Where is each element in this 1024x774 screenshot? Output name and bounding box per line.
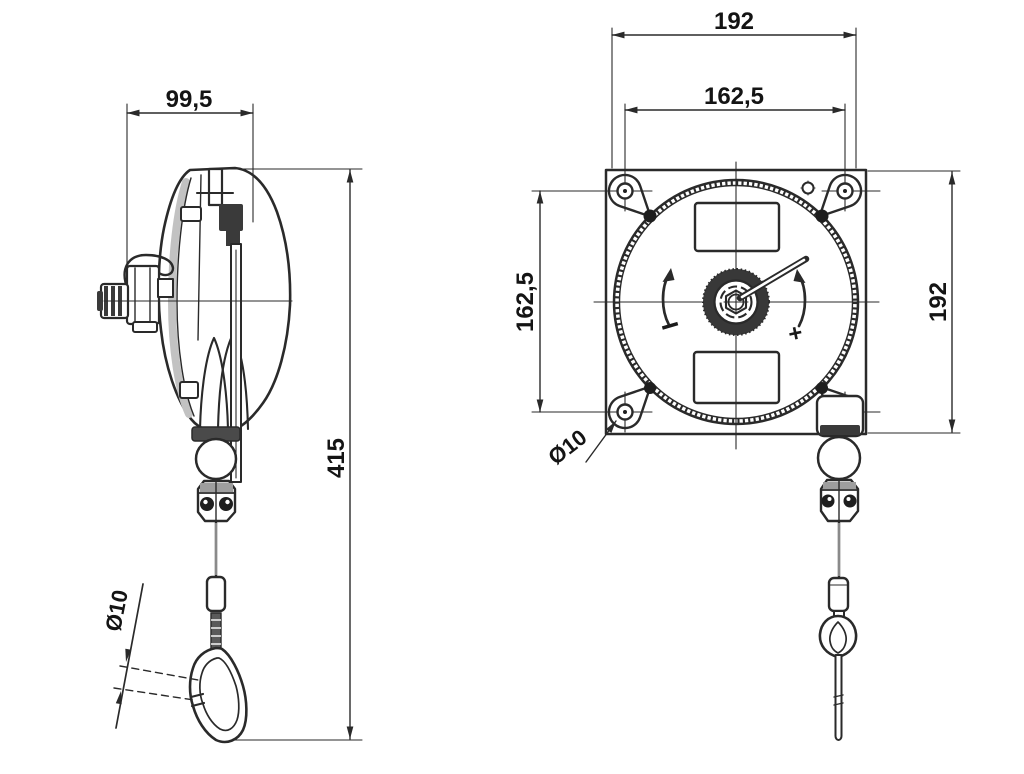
clamp-hole-left-gleam — [203, 499, 208, 505]
side-height-label: 415 — [323, 438, 350, 478]
mounting-hole-dia-label: Ø10 — [543, 424, 591, 469]
fork-arch-left — [198, 336, 230, 431]
mounting-hole-top-right — [821, 103, 881, 212]
dimension-front-overall-height: 192 — [867, 170, 961, 434]
ball-stop-side — [194, 437, 238, 481]
dimension-front-hole-spacing-v: 162,5 — [512, 190, 544, 413]
bracket-plate — [125, 264, 161, 326]
rim-rivet-br — [816, 382, 828, 394]
front-hole-spacing-v-label: 162,5 — [512, 272, 539, 332]
carabiner-outer — [188, 646, 248, 744]
hub-cam-ring — [719, 285, 753, 319]
bracket-band — [157, 278, 174, 298]
increase-arrow — [793, 269, 807, 328]
spring-anchor-block — [219, 204, 243, 231]
ferrule-side — [205, 575, 227, 613]
spring-anchor-neck — [226, 230, 240, 246]
carabiner-gate-tick1 — [189, 692, 205, 699]
carabiner-inner — [199, 657, 240, 732]
ferrule-front — [827, 576, 850, 613]
decrease-arrow — [661, 268, 675, 327]
front-overall-width-label: 192 — [714, 8, 754, 35]
dimension-front-hole-spacing-h: 162,5 — [624, 83, 846, 114]
carabiner-gate-tick2 — [190, 701, 206, 708]
clamp-hole-right — [219, 497, 233, 511]
rim-rivet-tr — [815, 209, 829, 223]
carabiner-hook — [188, 646, 248, 744]
dimension-side-width: 99,5 — [126, 86, 254, 282]
hub-knurl-outer — [702, 268, 770, 336]
dimension-cable-diameter: Ø10 — [100, 583, 199, 729]
front-hole-spacing-h-label: 162,5 — [704, 83, 764, 110]
cable-clamp-side — [196, 479, 237, 523]
cable-diameter-label: Ø10 — [100, 588, 132, 634]
front-view: − + — [531, 103, 881, 741]
tension-increase-symbol: + — [786, 319, 805, 348]
body-clip-top — [180, 206, 202, 222]
rim-rivet-tl — [643, 209, 657, 223]
front-overall-height-label: 192 — [925, 282, 952, 322]
hook-pin — [833, 654, 844, 741]
pointer-rod-core — [740, 258, 806, 299]
eye-thimble — [818, 614, 858, 659]
mounting-hole-top-left — [531, 103, 653, 212]
ball-stop-front — [816, 435, 862, 481]
outlet-bracket-band — [820, 425, 860, 435]
knob-cap — [97, 291, 103, 311]
suspension-pin — [207, 167, 224, 207]
clamp-hole-left — [200, 497, 214, 511]
dimension-front-overall-width: 192 — [611, 8, 857, 169]
side-width-label: 99,5 — [166, 86, 213, 113]
bracket-foot — [132, 321, 158, 333]
body-clip-bottom — [179, 381, 199, 399]
cable-clamp-front — [819, 478, 860, 523]
clamp-hole-right-gleam — [225, 499, 230, 505]
small-rivet — [800, 180, 816, 196]
adjustment-hub — [702, 268, 770, 336]
mounting-hole-bottom-left — [531, 391, 653, 433]
window-top — [693, 201, 781, 253]
side-view — [97, 166, 293, 744]
dimension-side-height: 415 — [221, 168, 363, 741]
body-inner-line2 — [197, 174, 202, 341]
rim-rivet-bl — [644, 382, 656, 394]
